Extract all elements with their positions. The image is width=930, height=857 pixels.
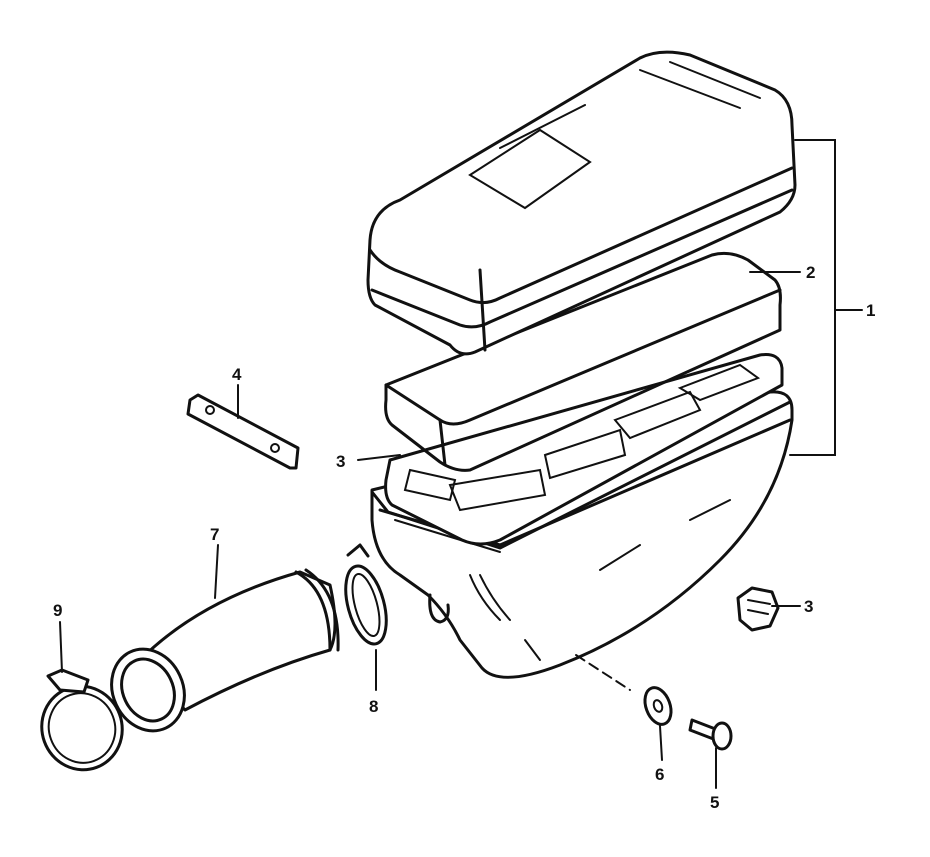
gasket-tray <box>384 353 784 546</box>
callout-numbers: 1 2 3 3 4 5 6 7 8 9 <box>53 263 875 812</box>
callout-3-gasket: 3 <box>336 452 345 471</box>
leader-lines <box>59 139 863 789</box>
callout-9: 9 <box>53 601 62 620</box>
callout-7: 7 <box>210 525 219 544</box>
callout-1: 1 <box>866 301 875 320</box>
filter-element <box>384 251 782 472</box>
callout-2: 2 <box>806 263 815 282</box>
callout-6: 6 <box>655 765 664 784</box>
callout-3-plug: 3 <box>804 597 813 616</box>
hose-clamp-8 <box>344 543 388 646</box>
callout-5: 5 <box>710 793 719 812</box>
callout-8: 8 <box>369 697 378 716</box>
bolt <box>688 718 733 751</box>
bracket-plate <box>186 393 300 470</box>
air-cleaner-cover <box>366 50 797 356</box>
callout-4: 4 <box>232 365 242 384</box>
intake-hose <box>110 568 340 733</box>
washer <box>643 686 673 726</box>
hose-clamp-9 <box>40 668 124 772</box>
drain-plug <box>736 586 780 632</box>
